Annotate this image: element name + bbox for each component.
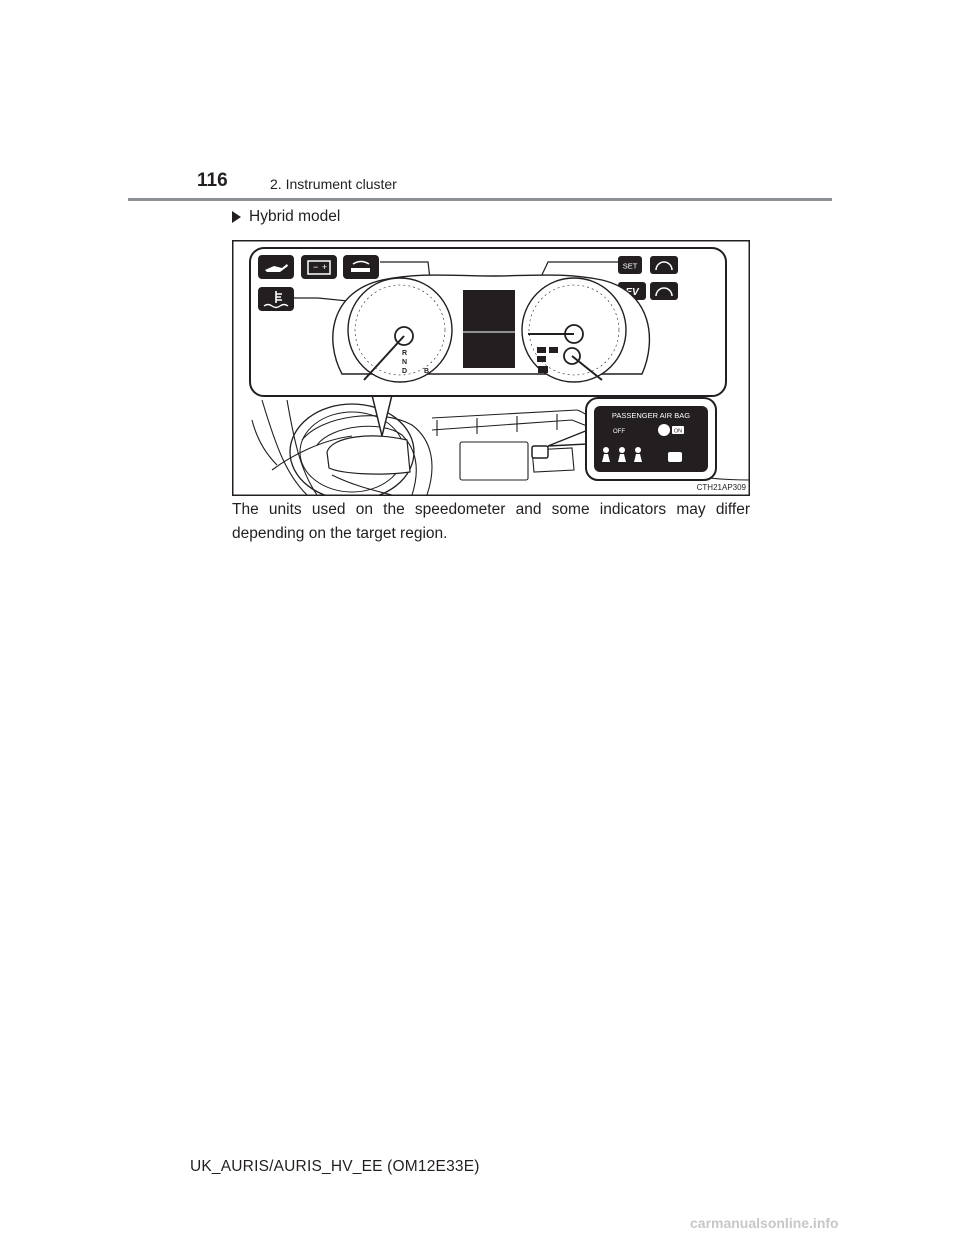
- airbag-on-label: ON: [674, 429, 682, 435]
- subheading-label: Hybrid model: [249, 208, 341, 225]
- figure-code: CTH21AP309: [697, 483, 747, 492]
- seat-belt-reminder-icons: [602, 447, 682, 462]
- svg-text:−: −: [313, 262, 318, 272]
- center-display-sketch: [459, 441, 529, 481]
- airbag-panel-title: PASSENGER AIR BAG: [612, 411, 690, 420]
- airbag-off-label: OFF: [613, 429, 625, 435]
- gauge-needle: [363, 335, 405, 381]
- battery-charge-icon: [301, 255, 337, 279]
- power-mode-icon: [650, 282, 678, 300]
- section-title: 2. Instrument cluster: [270, 176, 397, 192]
- svg-text:R: R: [402, 350, 407, 357]
- footer-model-code: UK_AURIS/AURIS_HV_EE (OM12E33E): [190, 1158, 480, 1175]
- cruise-control-set-icon: [618, 256, 642, 274]
- multi-information-display: [463, 290, 515, 368]
- left-indicator-icons: −+: [258, 255, 379, 311]
- svg-text:EV: EV: [625, 287, 640, 298]
- low-fuel-level-icon: [343, 255, 379, 279]
- svg-text:SET: SET: [623, 262, 638, 271]
- header-divider: [128, 198, 832, 201]
- svg-text:B: B: [424, 368, 429, 375]
- cluster-location: [326, 435, 411, 475]
- gear-indicator: R N D B: [402, 350, 429, 375]
- svg-text:+: +: [322, 262, 327, 272]
- body-paragraph: The units used on the speedometer and so…: [232, 501, 750, 542]
- illustration-svg: −+ SET EV R N D B: [232, 240, 751, 501]
- triangle-bullet-icon: [232, 211, 241, 223]
- instrument-cluster-illustration: −+ SET EV R N D B: [232, 240, 751, 501]
- airbag-status-icon: [658, 424, 670, 436]
- watermark: carmanualsonline.info: [690, 1215, 839, 1231]
- speedometer-icon: [650, 256, 678, 274]
- airbag-indicator-location: [531, 445, 549, 459]
- svg-text:N: N: [402, 359, 407, 366]
- page-number: 116: [197, 170, 228, 191]
- cluster-warning-lights: [537, 347, 558, 373]
- svg-text:D: D: [402, 368, 407, 375]
- subheading: Hybrid model: [232, 208, 340, 226]
